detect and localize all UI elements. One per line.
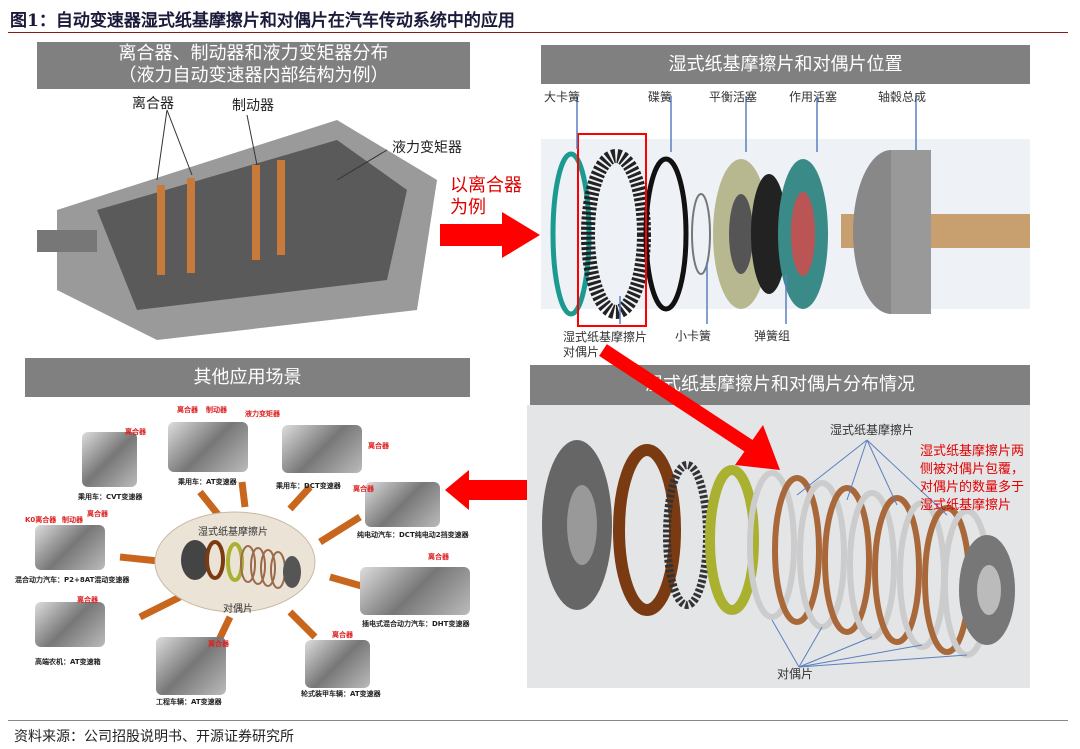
label-torque-converter: 液力变矩器 (392, 140, 462, 156)
tag: 离合器 (125, 428, 146, 436)
source-divider (8, 720, 1068, 721)
tag: K0离合器 (25, 516, 57, 524)
label-plates-line1: 湿式纸基摩擦片 (563, 330, 648, 344)
distribution-banner: 湿式纸基摩擦片和对偶片分布情况 (530, 365, 1030, 405)
callout-text: 以离合器 为例 (450, 175, 522, 219)
label-large-snap-ring: 大卡簧 (544, 90, 581, 104)
tag: 制动器 (206, 406, 227, 414)
position-banner: 湿式纸基摩擦片和对偶片位置 (541, 45, 1030, 84)
caption-hybrid: 混合动力汽车：P2+8AT混动变速器 (15, 576, 130, 584)
title-divider (8, 32, 1068, 33)
caption-tractor: 高端农机：AT变速箱 (35, 658, 101, 666)
at-image (168, 422, 248, 472)
tag: 离合器 (353, 485, 374, 493)
banner-line1: 离合器、制动器和液力变矩器分布 (118, 43, 389, 64)
tag: 离合器 (77, 596, 98, 604)
ev-dct-image (365, 482, 440, 527)
caption-cvt: 乘用车：CVT变速器 (78, 493, 143, 501)
note-line: 侧被对偶片包覆， (920, 462, 1025, 477)
applications-diagram: 湿式纸基摩擦片 对偶片 离合器 乘用车：CVT变速器 离合器 制动器 液力变矩器… (15, 397, 500, 706)
banner-line2: （液力自动变速器内部结构为例） (118, 65, 389, 86)
caption-dct: 乘用车：DCT变速器 (276, 482, 341, 490)
label-disc-spring: 碟簧 (648, 90, 673, 104)
tag: 离合器 (208, 640, 229, 648)
application-arrows (119, 481, 366, 644)
caption-armored: 轮式装甲车辆：AT变速器 (301, 690, 381, 698)
transmission-banner: 离合器、制动器和液力变矩器分布 （液力自动变速器内部结构为例） (37, 42, 470, 89)
dht-image (360, 567, 470, 615)
label-brake: 制动器 (232, 98, 274, 114)
hybrid-image (35, 525, 105, 570)
source-note: 资料来源：公司招股说明书、开源证券研究所 (14, 729, 294, 745)
label-plates: 湿式纸基摩擦片 对偶片 (563, 330, 647, 360)
tag: 离合器 (332, 631, 353, 639)
engineering-image (156, 637, 226, 695)
label-friction-plates: 湿式纸基摩擦片 (830, 423, 915, 437)
tag: 离合器 (177, 406, 198, 414)
clutch-exploded-image: 大卡簧 碟簧 平衡活塞 作用活塞 轴毂总成 湿式纸基摩擦片 对偶片 小卡簧 弹簧… (541, 84, 1030, 366)
left-arrow-icon (445, 470, 533, 510)
tag: 制动器 (62, 516, 83, 524)
clutch-parts-illustration (541, 96, 1030, 327)
caption-dht: 插电式混合动力汽车：DHT变速器 (362, 620, 470, 628)
note-line: 对偶片的数量多于 (920, 480, 1025, 495)
tag: 离合器 (87, 510, 108, 518)
plate-stack-illustration (542, 439, 1015, 668)
caption-ev-dct: 纯电动汽车：DCT纯电动2挡变速器 (357, 531, 469, 539)
tag: 离合器 (428, 553, 449, 561)
tractor-image (35, 602, 105, 647)
cvt-image (82, 432, 137, 487)
caption-engineering: 工程车辆：AT变速器 (156, 698, 222, 706)
note-line: 湿式纸基摩擦片 (920, 498, 1012, 513)
dct-image (282, 425, 362, 473)
label-plates-line2: 对偶片 (563, 345, 600, 359)
applications-banner: 其他应用场景 (25, 358, 470, 397)
label-small-snap-ring: 小卡簧 (675, 329, 712, 343)
armored-image (305, 640, 370, 688)
caption-at: 乘用车：AT变速器 (178, 478, 237, 486)
label-spring-pack: 弹簧组 (754, 329, 791, 343)
callout-line2: 为例 (450, 197, 486, 218)
center-mating-label: 对偶片 (223, 604, 253, 615)
label-balance-piston: 平衡活塞 (709, 90, 758, 104)
callout-line1: 以离合器 (450, 175, 522, 196)
distribution-note: 湿式纸基摩擦片两 侧被对偶片包覆， 对偶片的数量多于 湿式纸基摩擦片 (920, 443, 1024, 515)
tag: 离合器 (368, 442, 389, 450)
transmission-illustration (37, 109, 437, 340)
distribution-image: 湿式纸基摩擦片 对偶片 湿式纸基摩擦片两 侧被对偶片包覆， 对偶片的数量多于 湿… (527, 405, 1030, 688)
right-arrow-icon (440, 212, 540, 258)
label-mating-plates: 对偶片 (777, 667, 814, 681)
figure-title: 图1：自动变速器湿式纸基摩擦片和对偶片在汽车传动系统中的应用 (10, 11, 515, 31)
label-apply-piston: 作用活塞 (789, 90, 838, 104)
diagonal-arrow-icon (599, 344, 780, 470)
label-clutch: 离合器 (132, 96, 174, 112)
tag: 液力变矩器 (245, 410, 280, 418)
center-friction-label: 湿式纸基摩擦片 (198, 527, 268, 538)
note-line: 湿式纸基摩擦片两 (920, 444, 1025, 459)
label-hub-assembly: 轴毂总成 (878, 90, 927, 104)
transmission-image: 离合器 制动器 液力变矩器 (37, 90, 470, 350)
